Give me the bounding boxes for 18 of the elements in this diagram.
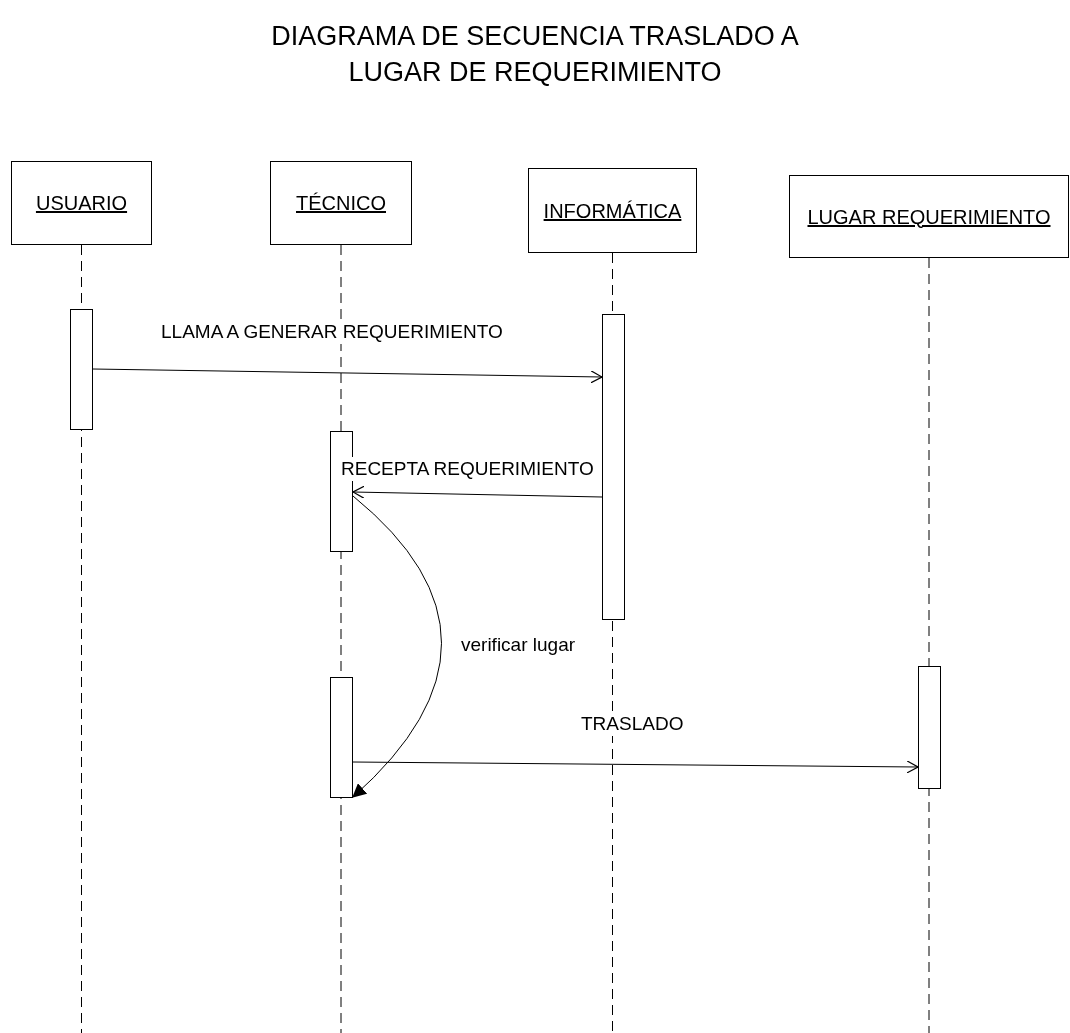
activation-bar: [330, 677, 353, 798]
activation-bar: [918, 666, 941, 789]
object-box: [528, 168, 697, 253]
object-name: TÉCNICO: [296, 191, 386, 216]
message-label: RECEPTA REQUERIMIENTO: [340, 457, 595, 481]
object-box: [789, 175, 1069, 258]
object-name: USUARIO: [35, 191, 128, 216]
diagram-title: DIAGRAMA DE SECUENCIA TRASLADO A LUGAR DE REQUERIMIENTO: [270, 20, 800, 89]
message-arrow: [352, 485, 603, 499]
object-name: LUGAR REQUERIMIENTO: [807, 204, 1051, 230]
message-arrow: [352, 495, 442, 798]
object-name: INFORMÁTICA: [543, 198, 682, 224]
object-box: [11, 161, 152, 245]
object-box: [270, 161, 412, 245]
message-arrow: [352, 760, 919, 774]
message-arrow: [92, 368, 603, 384]
activation-bar: [602, 314, 625, 620]
activation-bar: [70, 309, 93, 430]
